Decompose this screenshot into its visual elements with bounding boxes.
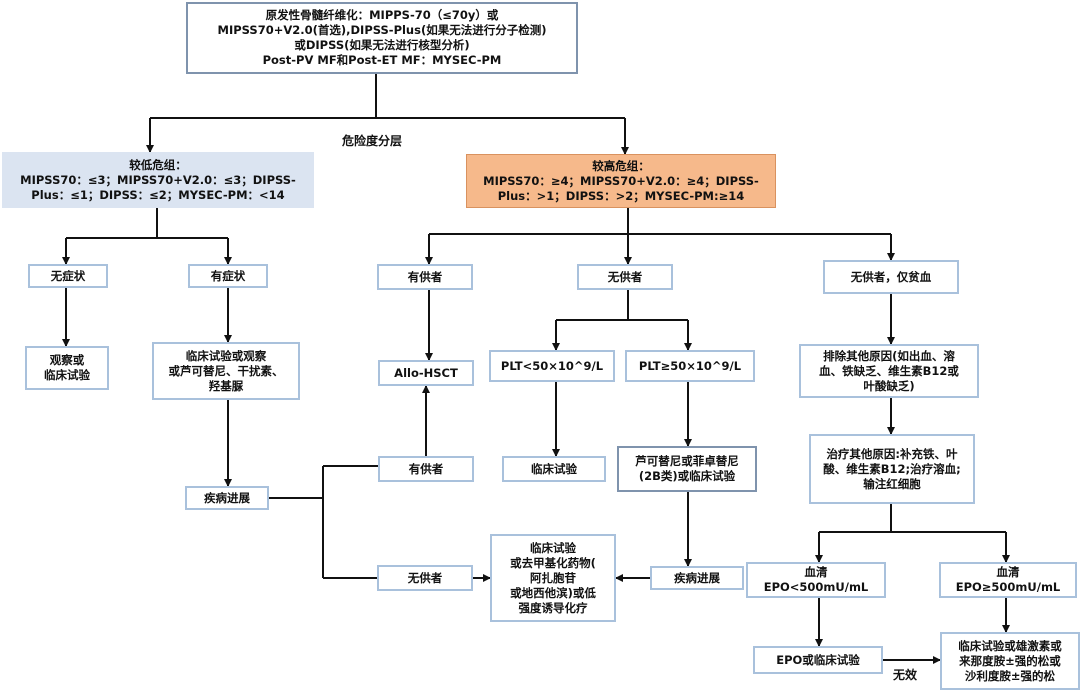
n_epo_high: 血清 EPO≥500mU/mL [939, 562, 1077, 598]
n_plt_low: PLT<50×10^9/L [489, 350, 615, 382]
n_hsct: Allo-HSCT [378, 360, 474, 386]
n_high: 较高危组： MIPSS70：≥4；MIPSS70+V2.0：≥4；DIPSS- … [466, 154, 776, 208]
n_trial1: 临床试验 [502, 456, 606, 482]
n_exclude: 排除其他原因(如出血、溶 血、铁缺乏、维生素B12或 叶酸缺乏) [799, 344, 979, 398]
n_nodonor1: 无供者 [577, 264, 673, 290]
n_nodonor2: 无供者 [377, 565, 473, 591]
n_anemia: 无供者，仅贫血 [823, 260, 959, 294]
n_progress1: 疾病进展 [185, 486, 269, 510]
n_donor1: 有供者 [377, 264, 473, 290]
n_epo_low: 血清 EPO<500mU/mL [746, 562, 886, 598]
n_epo_trial: EPO或临床试验 [753, 646, 883, 674]
n_asym: 无症状 [28, 264, 108, 288]
n_ruxo: 芦可替尼或菲卓替尼 (2B类)或临床试验 [617, 446, 757, 492]
n_low: 较低危组： MIPSS70：≤3；MIPSS70+V2.0：≤3；DIPSS- … [2, 152, 314, 208]
n_androgen: 临床试验或雄激素或 来那度胺±强的松或 沙利度胺±强的松 [940, 632, 1080, 690]
risk-stratification-label: 危险度分层 [342, 134, 403, 148]
n_progress2: 疾病进展 [650, 566, 744, 590]
n_sym: 有症状 [188, 264, 268, 288]
ineffective-label: 无效 [893, 668, 918, 682]
n_top: 原发性骨髓纤维化：MIPPS-70（≤70y）或 MIPSS70+V2.0(首选… [186, 2, 578, 74]
n_plt_high: PLT≥50×10^9/L [625, 350, 755, 382]
n_treat_other: 治疗其他原因:补充铁、叶 酸、维生素B12;治疗溶血; 输注红细胞 [809, 434, 975, 504]
n_donor2: 有供者 [378, 456, 474, 482]
n_trial_obs: 临床试验或观察 或芦可替尼、干扰素、 羟基脲 [152, 342, 300, 400]
n_observe: 观察或 临床试验 [25, 346, 109, 390]
n_hma: 临床试验 或去甲基化药物( 阿扎胞苷 或地西他滨)或低 强度诱导化疗 [490, 534, 616, 622]
